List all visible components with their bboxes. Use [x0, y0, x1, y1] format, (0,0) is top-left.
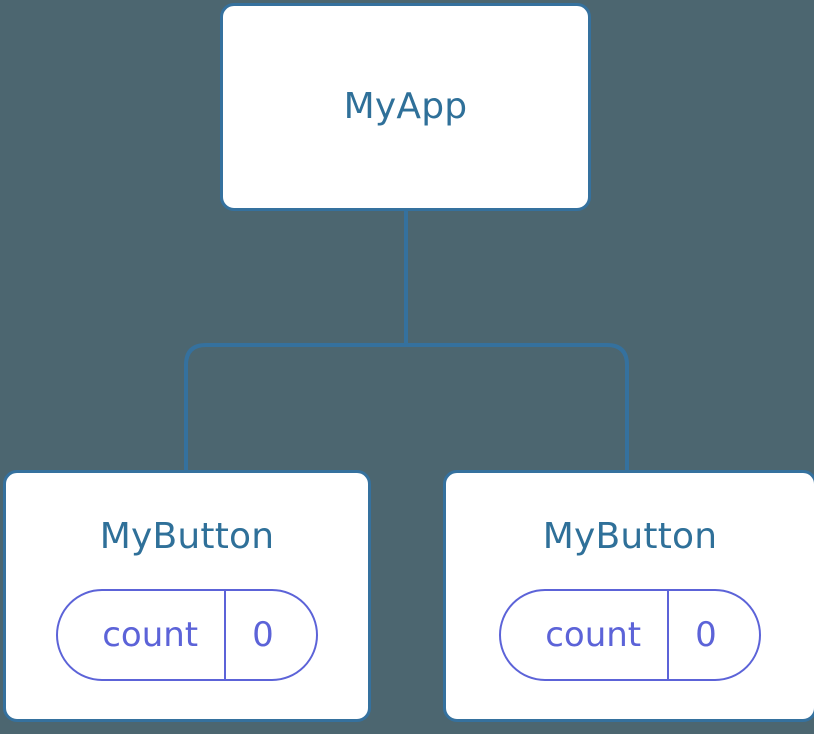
node-title: MyButton [542, 516, 718, 557]
state-pill-key: count [545, 615, 642, 655]
node-title: MyButton [99, 516, 275, 557]
state-pill-value: 0 [667, 591, 759, 679]
state-pill[interactable]: count 0 [56, 589, 318, 681]
node-mybutton-right[interactable]: MyButton count 0 [443, 470, 814, 722]
node-mybutton-left[interactable]: MyButton count 0 [3, 470, 371, 722]
state-pill[interactable]: count 0 [499, 589, 761, 681]
edge-root-to-child-left [184, 343, 406, 470]
node-myapp[interactable]: MyApp [220, 3, 591, 211]
node-title: MyApp [343, 86, 468, 127]
state-pill-value: 0 [224, 591, 316, 679]
edge-root-to-child-right [406, 343, 629, 470]
state-pill-key: count [102, 615, 199, 655]
